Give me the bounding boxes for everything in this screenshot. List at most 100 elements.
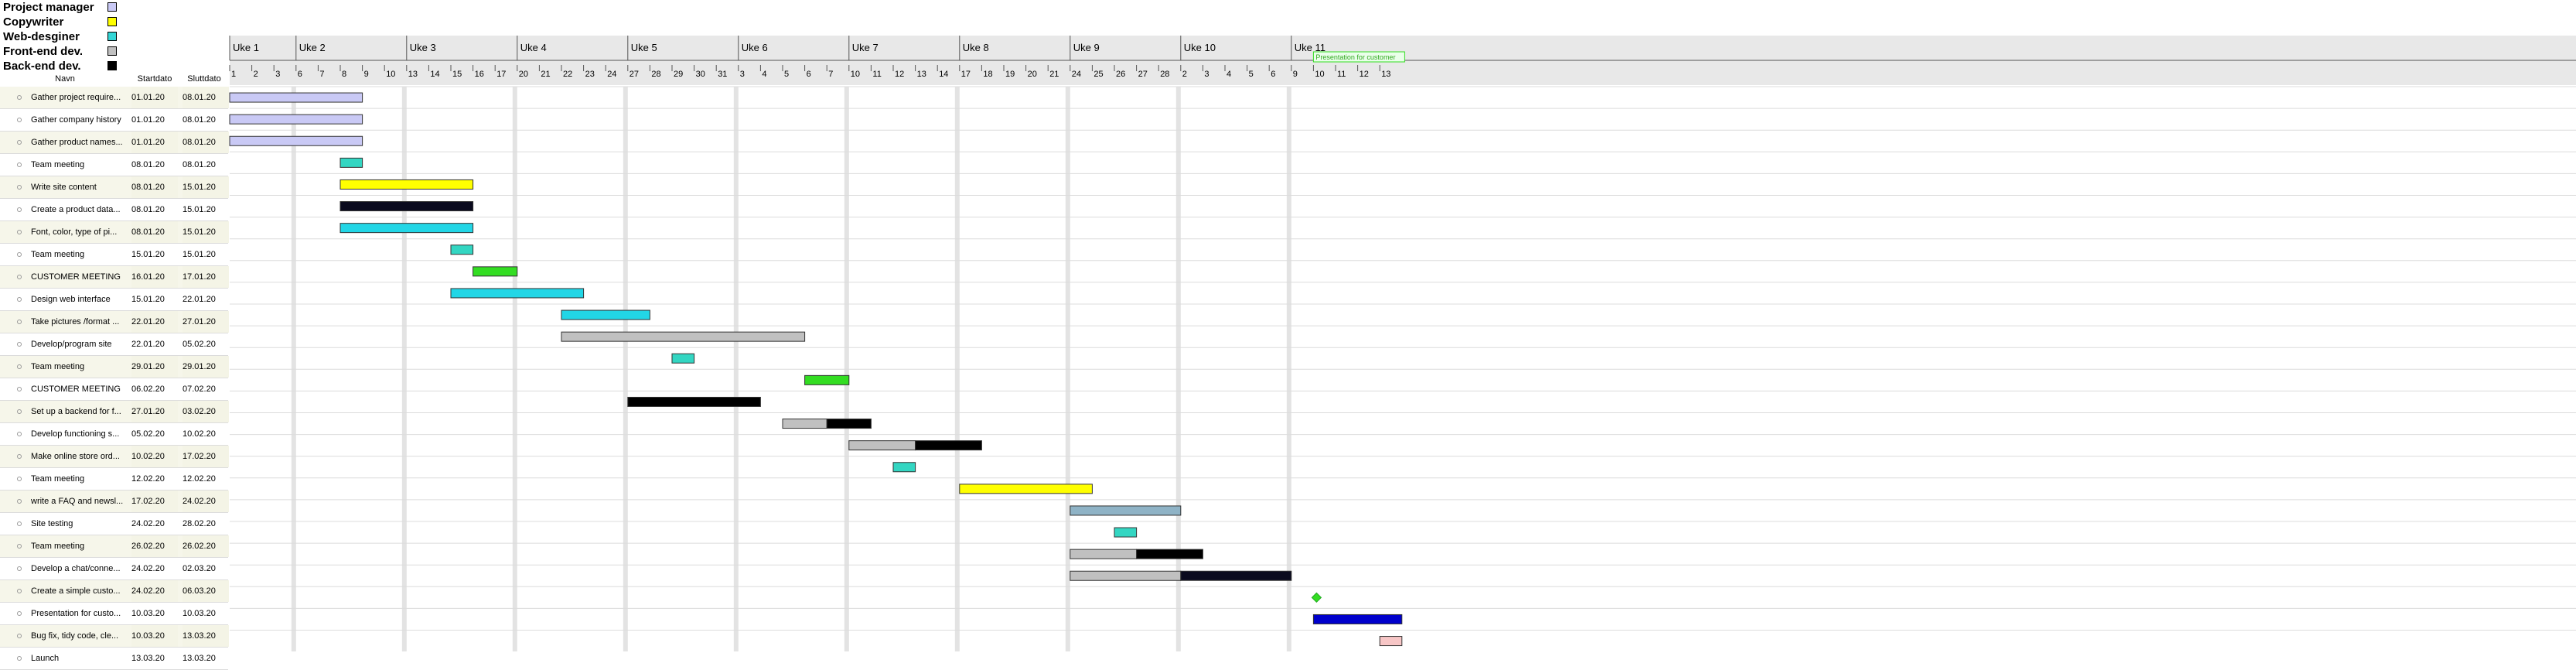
row-bullet-icon xyxy=(17,611,22,616)
task-bar xyxy=(450,288,585,299)
day-tick-label: 29 xyxy=(674,70,683,79)
day-tick-label: 23 xyxy=(585,70,595,79)
task-end-date: 06.03.20 xyxy=(183,580,229,602)
task-end-date: 08.01.20 xyxy=(183,115,216,125)
task-end-date: 27.01.20 xyxy=(183,311,229,333)
row-bullet-icon xyxy=(17,409,22,414)
task-bar xyxy=(1114,527,1138,538)
day-tick-label: 4 xyxy=(762,70,766,79)
task-bar xyxy=(1312,614,1403,624)
task-name: Team meeting xyxy=(31,250,85,259)
task-start-date: 29.01.20 xyxy=(131,356,178,378)
task-name: Team meeting xyxy=(31,362,85,371)
row-bullet-icon xyxy=(17,95,22,100)
day-tick-label: 24 xyxy=(1072,70,1081,79)
day-tick-label: 28 xyxy=(1160,70,1169,79)
row-bullet-icon xyxy=(17,656,22,661)
task-end-date: 29.01.20 xyxy=(183,356,229,378)
legend-label: Back-end dev. xyxy=(3,60,81,73)
task-end-date: 12.02.20 xyxy=(183,474,216,484)
row-bullet-icon xyxy=(17,342,22,347)
task-name: Team meeting xyxy=(31,160,85,169)
task-end-date: 10.03.20 xyxy=(183,609,216,618)
task-end-date: 02.03.20 xyxy=(183,564,216,573)
day-tick-label: 8 xyxy=(342,70,346,79)
task-name: Team meeting xyxy=(31,474,85,484)
task-name: Develop/program site xyxy=(31,340,112,349)
task-start-date: 10.02.20 xyxy=(131,446,178,467)
day-tick-label: 2 xyxy=(1182,70,1187,79)
day-tick-label: 13 xyxy=(1381,70,1390,79)
task-end-date: 05.02.20 xyxy=(183,340,216,349)
legend-item: Project manager xyxy=(2,0,125,15)
task-start-date: 24.02.20 xyxy=(131,519,165,528)
task-end-date: 10.02.20 xyxy=(183,429,216,439)
task-bar xyxy=(915,440,982,451)
day-tick-label: 27 xyxy=(629,70,639,79)
day-tick-label: 7 xyxy=(319,70,324,79)
task-name: Develop a chat/conne... xyxy=(31,564,121,573)
task-start-date: 26.02.20 xyxy=(131,535,178,557)
day-tick-label: 13 xyxy=(917,70,926,79)
day-tick-label: 2 xyxy=(254,70,258,79)
legend-label: Project manager xyxy=(3,1,94,14)
task-start-date: 05.02.20 xyxy=(131,429,165,439)
row-bullet-icon xyxy=(17,387,22,391)
task-bar xyxy=(1070,505,1182,516)
day-tick-label: 25 xyxy=(1094,70,1103,79)
week-label: Uke 3 xyxy=(410,42,436,53)
task-name: Gather product names... xyxy=(31,138,123,147)
day-tick-label: 5 xyxy=(1249,70,1254,79)
day-tick-label: 31 xyxy=(718,70,727,79)
week-label: Uke 1 xyxy=(233,42,259,53)
task-start-date: 01.01.20 xyxy=(131,87,178,108)
task-name: write a FAQ and newsl... xyxy=(31,497,124,506)
task-bar xyxy=(229,114,363,125)
column-header-start: Startdato xyxy=(137,74,172,84)
task-name: CUSTOMER MEETING xyxy=(31,385,121,394)
row-bullet-icon xyxy=(17,477,22,481)
task-end-date: 13.03.20 xyxy=(183,654,216,663)
task-bar xyxy=(959,484,1093,494)
row-bullet-icon xyxy=(17,185,22,190)
task-bar xyxy=(1136,549,1203,559)
day-tick-label: 17 xyxy=(496,70,506,79)
legend-item: Web-desginer xyxy=(2,29,125,44)
task-bar xyxy=(450,244,474,255)
task-bar xyxy=(473,266,518,277)
week-label: Uke 4 xyxy=(520,42,547,53)
row-bullet-icon xyxy=(17,432,22,436)
row-bullet-icon xyxy=(17,589,22,593)
task-name: CUSTOMER MEETING xyxy=(31,272,121,282)
legend-item: Copywriter xyxy=(2,15,125,29)
day-tick-label: 10 xyxy=(1315,70,1324,79)
week-label: Uke 10 xyxy=(1184,42,1216,53)
day-tick-label: 7 xyxy=(828,70,833,79)
